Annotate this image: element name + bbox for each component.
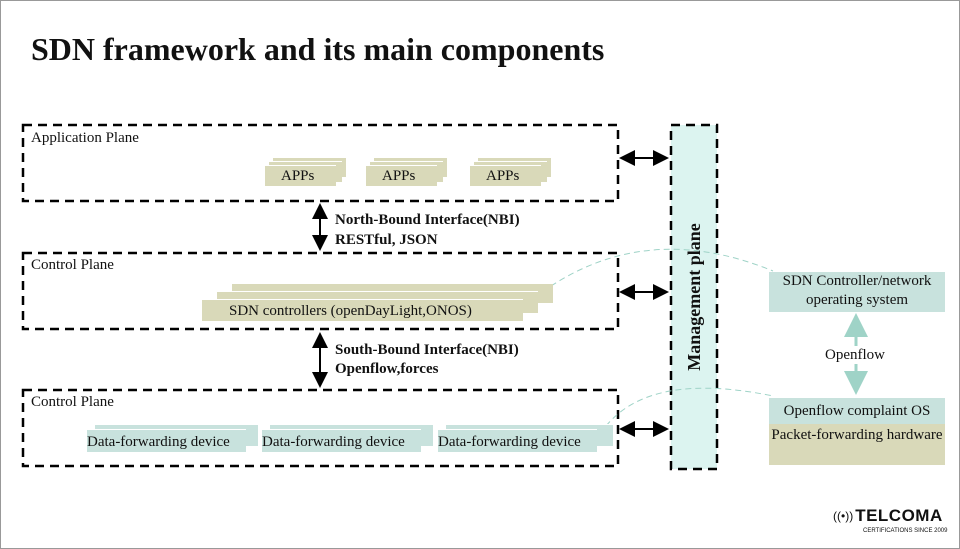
data-forwarding-device: Data-forwarding device [261,424,433,452]
controller-callout-line [550,248,774,287]
apps-label: APPs [486,168,520,184]
packet-forwarding-hardware-box: Packet-forwarding hardware [769,424,945,465]
control-plane-box [21,251,620,331]
apps-stack: APPs [469,157,551,186]
application-plane-label: Application Plane [31,130,139,146]
data-plane-box [21,388,620,468]
apps-label: APPs [382,168,416,184]
apps-label: APPs [281,168,315,184]
apps-stack: APPs [365,157,447,186]
nbi-protocols: RESTful, JSON [335,232,438,248]
management-plane-box [669,123,719,471]
data-forwarding-device: Data-forwarding device [86,424,258,452]
device-callout-line [605,387,774,427]
control-plane-label-2: Control Plane [31,394,114,410]
logo-tagline: CERTIFICATIONS SINCE 2009 [863,528,948,534]
device-label: Data-forwarding device [438,434,581,450]
sbi-label: South-Bound Interface(NBI) [335,342,519,358]
signal-icon: ((•)) [833,509,854,523]
apps-stack: APPs [264,157,346,186]
device-label: Data-forwarding device [87,434,230,450]
page-title: SDN framework and its main components [31,31,605,67]
sdn-controllers-label: SDN controllers (openDayLight,ONOS) [229,303,472,319]
telcoma-logo: ((•)) TELCOMA CERTIFICATIONS SINCE 2009 [833,506,947,535]
management-plane-label: Management plane [684,223,704,371]
control-plane-label: Control Plane [31,257,114,273]
openflow-label: Openflow [823,346,887,364]
sdn-controllers-stack: SDN controllers (openDayLight,ONOS) [201,283,553,321]
nbi-label: North-Bound Interface(NBI) [335,212,520,228]
sbi-protocols: Openflow,forces [335,361,439,377]
openflow-os-box: Openflow complaint OS [769,398,945,424]
sdn-controller-os-box: SDN Controller/network operating system [769,272,945,312]
device-label: Data-forwarding device [262,434,405,450]
logo-name: TELCOMA [855,506,943,525]
data-forwarding-device: Data-forwarding device [437,424,613,452]
application-plane-box [21,123,620,203]
